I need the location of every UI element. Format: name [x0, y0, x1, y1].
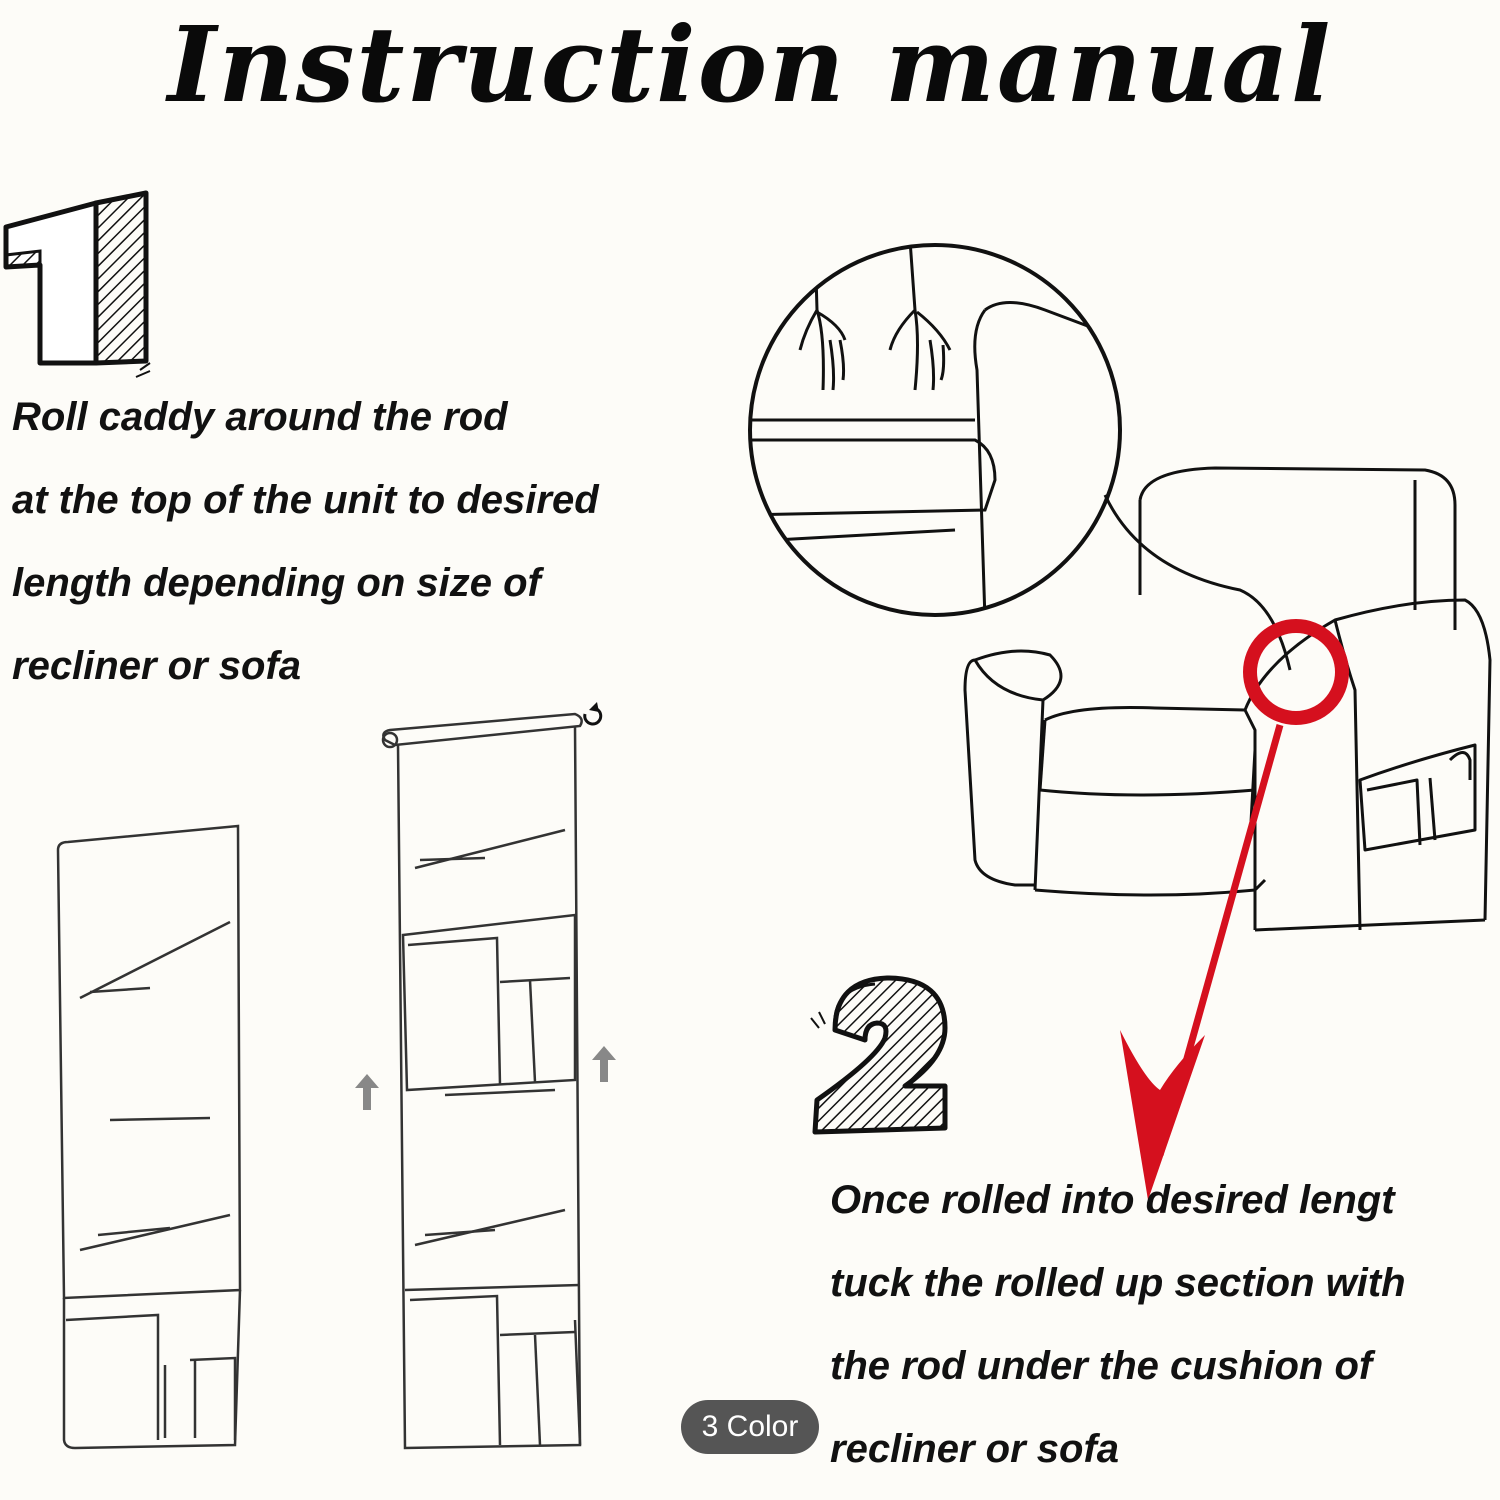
step-two-instructions: Once rolled into desired lengt tuck the … — [830, 1159, 1406, 1491]
recliner-chair-illustration — [963, 466, 1492, 932]
number-one-icon — [3, 190, 151, 378]
step-two-line: tuck the rolled up section with — [830, 1261, 1406, 1305]
number-two-icon — [810, 975, 948, 1135]
magnifier-circle-icon — [748, 243, 1122, 617]
arrow-up-icon — [355, 1074, 379, 1110]
arrow-up-icon — [592, 1046, 616, 1082]
step-two-line: the rod under the cushion of — [830, 1344, 1373, 1388]
step-two-line: recliner or sofa — [830, 1427, 1120, 1471]
rotate-icon — [583, 702, 603, 726]
page-title: Instruction manual — [167, 3, 1333, 126]
step-one-line: at the top of the unit to desired — [12, 478, 599, 522]
red-arrow-icon — [1120, 619, 1349, 1200]
step-two-line: Once rolled into desired lengt — [830, 1178, 1395, 1222]
step-one-line: Roll caddy around the rod — [12, 395, 508, 439]
caddy-rolled-illustration — [381, 702, 603, 1450]
color-count-badge[interactable]: 3 Color — [681, 1400, 819, 1454]
caddy-flat-illustration — [56, 824, 242, 1450]
step-one-line: recliner or sofa — [12, 644, 302, 688]
step-one-instructions: Roll caddy around the rod at the top of … — [12, 376, 599, 708]
step-one-line: length depending on size of — [12, 561, 541, 605]
